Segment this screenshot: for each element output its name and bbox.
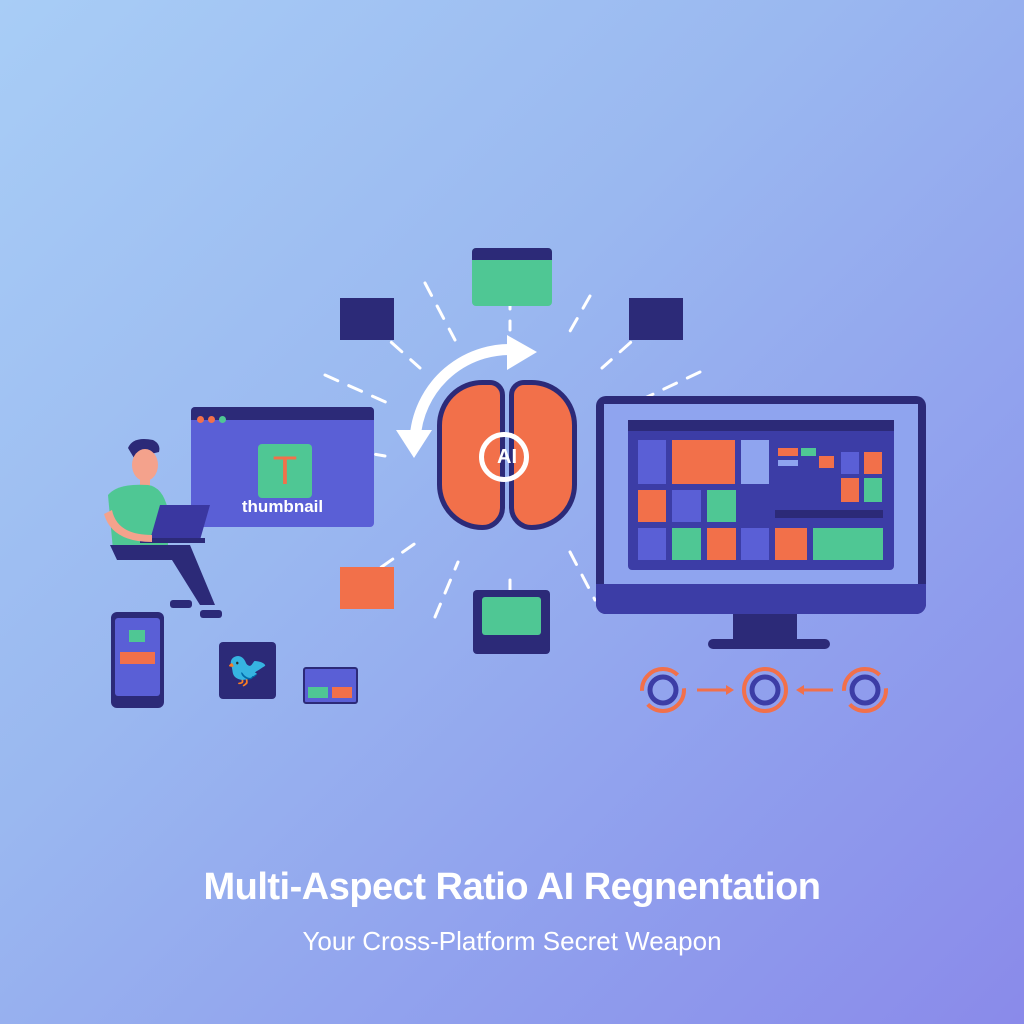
floating-square-orange	[340, 567, 394, 609]
mini-window-icon	[303, 667, 358, 704]
window-titlebar	[191, 407, 374, 423]
ai-badge: AI	[497, 446, 517, 468]
floating-square-right	[629, 298, 683, 340]
thumbnail-label: thumbnail	[241, 497, 324, 516]
page-subtitle: Your Cross-Platform Secret Weapon	[302, 926, 722, 956]
desktop-monitor-icon	[596, 396, 926, 652]
floating-square-left	[340, 298, 394, 340]
page-title: Multi-Aspect Ratio AI Regnentation	[203, 866, 821, 908]
phone-icon	[111, 612, 164, 708]
chat-bubble-window	[473, 590, 550, 654]
refresh-arrows-icon	[479, 432, 529, 482]
twitter-bird-icon: 🐦	[219, 642, 276, 699]
thumbnail-window: T thumbnail	[191, 407, 374, 527]
thumbnail-icon: T	[258, 444, 312, 498]
floating-window-green	[472, 248, 552, 306]
brain-icon: AI	[437, 380, 577, 530]
